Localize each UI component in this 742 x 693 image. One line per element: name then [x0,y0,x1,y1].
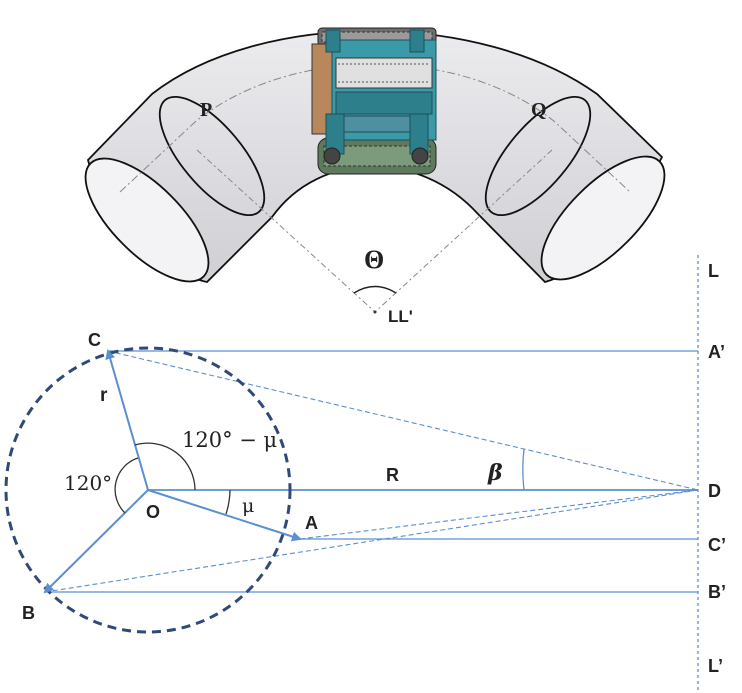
vector-o-to-b [43,489,149,594]
robot-circle [4,346,292,634]
distance-label-r: R [386,465,399,485]
angle-label-mu: μ [242,495,254,517]
point-label-b: B [22,603,35,623]
vector-o-to-a [147,489,302,542]
line-label-l: L [708,261,719,281]
radius-label-r: r [100,385,108,406]
section-label-p: P [200,99,212,121]
arc-120-minus-mu [134,442,196,491]
radial-line-left [196,149,376,313]
angle-label-120: 120° [64,471,112,495]
dashed-b-to-d [44,489,699,593]
arc-beta [522,448,525,491]
angle-label-beta: β [487,460,503,486]
pipe-left-opening [84,157,210,283]
point-label-a: A [305,513,318,533]
angle-label-120-minus-mu: 120° − μ [182,428,277,452]
arc-120 [114,457,139,514]
point-label-d: D [708,481,721,501]
point-label-c-prime: C’ [708,535,726,555]
arc-mu [225,489,231,515]
section-label-q: Q [531,99,547,121]
section-p-ellipse [158,95,266,217]
bend-angle-label: Θ [364,245,384,274]
dashed-c-to-d [107,350,699,491]
radial-line-right [374,149,553,313]
vector-o-to-c [105,349,149,491]
dashed-a-to-d [299,489,699,540]
geometry-diagram: C r 120° − μ 120° O μ A B R β L A’ D C’ … [4,255,726,690]
point-label-o: O [146,502,160,522]
pipe-robot [311,27,437,175]
pipe-right-opening [540,155,666,281]
bend-center-point [373,310,377,314]
point-label-a-prime: A’ [708,342,725,362]
pipe-bend: P Q Θ LL' [84,27,666,326]
bend-center-label: LL' [388,307,413,326]
theta-arc [353,285,397,294]
line-label-l-prime: L’ [708,656,723,676]
point-label-c: C [88,330,101,350]
section-q-ellipse [484,95,592,217]
point-label-b-prime: B’ [708,582,726,602]
